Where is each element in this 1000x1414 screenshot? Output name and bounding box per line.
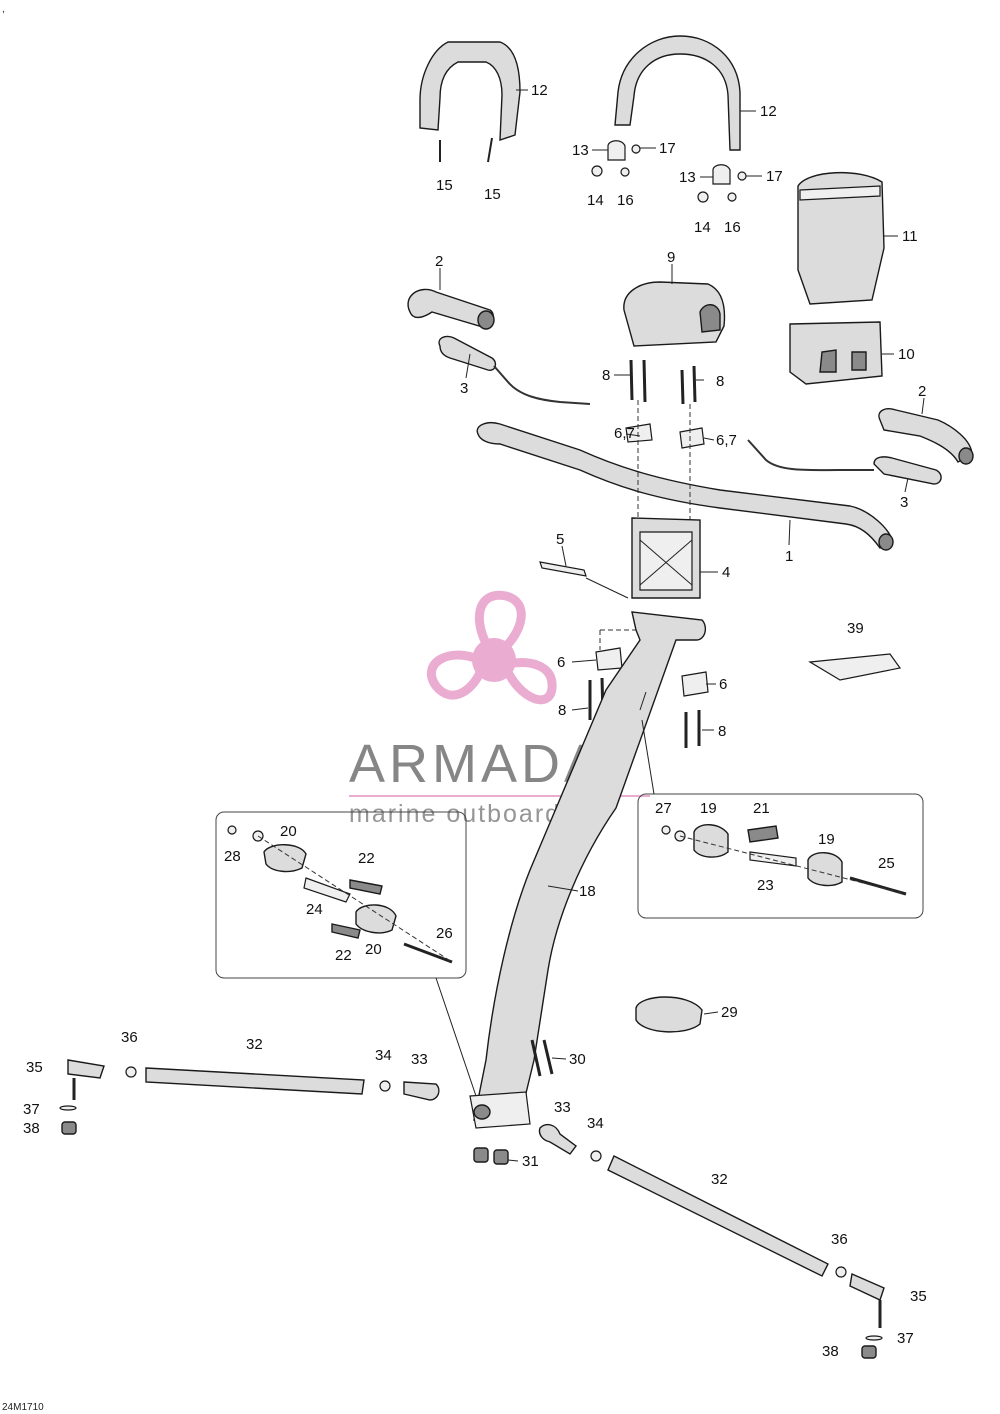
callout-24: 24 <box>306 901 323 918</box>
callout-5: 5 <box>556 531 564 548</box>
callout-25: 25 <box>878 855 895 872</box>
callout-22: 22 <box>335 947 352 964</box>
callout-37: 37 <box>897 1330 914 1347</box>
callout-13: 13 <box>679 169 696 186</box>
watermark: ARMADA marine outboards <box>349 590 650 828</box>
callout-8: 8 <box>718 723 726 740</box>
callout-14: 14 <box>587 192 604 209</box>
handlebar <box>476 422 894 551</box>
callout-13: 13 <box>572 142 589 159</box>
callout-16: 16 <box>617 192 634 209</box>
callout-30: 30 <box>569 1051 586 1068</box>
screws-15 <box>439 137 493 163</box>
callout-33: 33 <box>411 1051 428 1068</box>
clamp-hardware-right <box>697 164 747 203</box>
riser-cover <box>623 281 726 347</box>
callout-31: 31 <box>522 1153 539 1170</box>
callout-10: 10 <box>898 346 915 363</box>
support-plate <box>808 653 902 681</box>
callout-23: 23 <box>757 877 774 894</box>
callout-8: 8 <box>716 373 724 390</box>
grip-right <box>878 408 974 465</box>
callout-6-7: 6,7 <box>614 425 635 442</box>
handlebar-pad <box>797 172 885 305</box>
riser-bolts-top <box>629 359 697 520</box>
callout-labels: 1 2 2 3 3 4 5 6 6 6,7 6,7 8 8 8 8 9 10 1… <box>23 82 927 1360</box>
callout-6-7: 6,7 <box>716 432 737 449</box>
padding-block <box>789 321 883 385</box>
callout-35: 35 <box>910 1288 927 1305</box>
handlebar-cover-left <box>419 41 521 141</box>
callout-12: 12 <box>760 103 777 120</box>
handlebar-cover-right <box>614 35 741 151</box>
callout-11: 11 <box>902 228 918 245</box>
detail-box-left <box>215 811 467 979</box>
throttle-left <box>438 335 591 405</box>
callout-38: 38 <box>23 1120 40 1137</box>
callout-20: 20 <box>280 823 297 840</box>
callout-27: 27 <box>655 800 672 817</box>
callout-29: 29 <box>721 1004 738 1021</box>
callout-1: 1 <box>785 548 793 565</box>
callout-32: 32 <box>711 1171 728 1188</box>
callout-3: 3 <box>460 380 468 397</box>
callout-15: 15 <box>436 177 453 194</box>
callout-9: 9 <box>667 249 675 266</box>
callout-19: 19 <box>700 800 717 817</box>
callout-35: 35 <box>26 1059 43 1076</box>
callout-22: 22 <box>358 850 375 867</box>
tie-rod-left <box>59 1059 440 1135</box>
riser-clamp-top <box>625 423 705 449</box>
callout-36: 36 <box>121 1029 138 1046</box>
grip-left <box>407 288 495 330</box>
callout-17: 17 <box>766 168 783 185</box>
callout-38: 38 <box>822 1343 839 1360</box>
callout-14: 14 <box>694 219 711 236</box>
callout-32: 32 <box>246 1036 263 1053</box>
callout-28: 28 <box>224 848 241 865</box>
callout-39: 39 <box>847 620 864 637</box>
propeller-logo-icon <box>426 590 557 705</box>
callout-21: 21 <box>753 800 770 817</box>
callout-6: 6 <box>557 654 565 671</box>
tie-rod-right <box>538 1123 885 1359</box>
steering-cover <box>635 996 703 1033</box>
callout-20: 20 <box>365 941 382 958</box>
riser-shim <box>539 561 587 577</box>
watermark-tagline: marine outboards <box>349 800 576 828</box>
callout-15: 15 <box>484 186 501 203</box>
callout-6: 6 <box>719 676 727 693</box>
throttle-right <box>747 439 942 485</box>
leader-lines <box>435 89 925 1162</box>
callout-4: 4 <box>722 564 730 581</box>
steering-column <box>469 611 707 1165</box>
callout-8: 8 <box>602 367 610 384</box>
callout-33: 33 <box>554 1099 571 1116</box>
callout-34: 34 <box>375 1047 392 1064</box>
callout-12: 12 <box>531 82 548 99</box>
detail-box-right <box>637 793 924 919</box>
callout-2: 2 <box>435 253 443 270</box>
callout-26: 26 <box>436 925 453 942</box>
handlebar-riser <box>631 517 701 599</box>
callout-19: 19 <box>818 831 835 848</box>
callout-17: 17 <box>659 140 676 157</box>
callout-18: 18 <box>579 883 596 900</box>
clamp-hardware-left <box>591 140 641 177</box>
callout-16: 16 <box>724 219 741 236</box>
callout-8: 8 <box>558 702 566 719</box>
corner-mark: , <box>2 4 5 15</box>
watermark-brand: ARMADA <box>349 734 604 794</box>
callout-34: 34 <box>587 1115 604 1132</box>
callout-2: 2 <box>918 383 926 400</box>
callout-36: 36 <box>831 1231 848 1248</box>
callout-37: 37 <box>23 1101 40 1118</box>
diagram-code: 24M1710 <box>2 1402 44 1413</box>
callout-3: 3 <box>900 494 908 511</box>
